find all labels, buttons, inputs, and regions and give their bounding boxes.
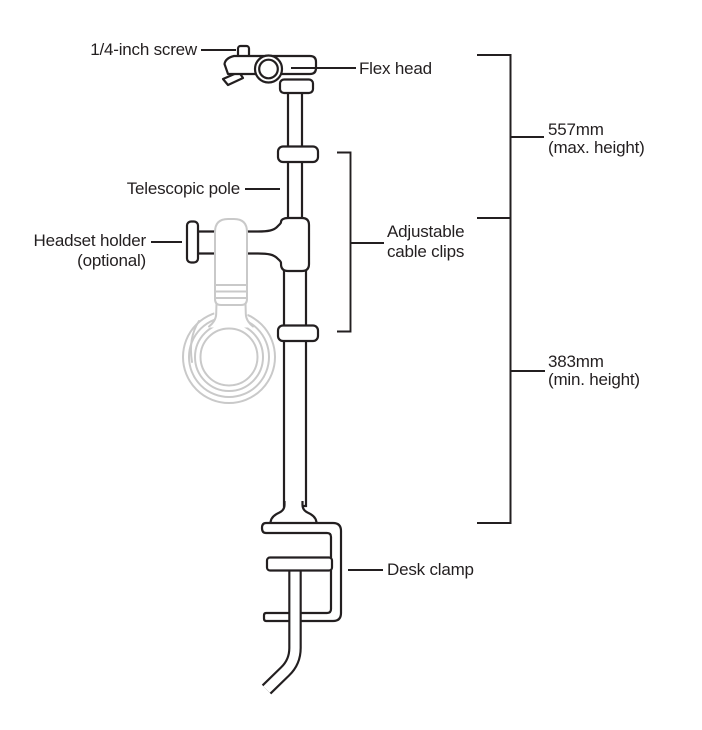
- headset-holder-arm-drawing: [185, 216, 311, 273]
- clamp-screw-rod: [261, 566, 302, 695]
- bracket-height: [477, 54, 545, 524]
- label-headset-holder-text: Headset holder: [33, 231, 147, 250]
- leader-lines: [151, 49, 383, 571]
- clamp-c-body: [260, 521, 343, 623]
- bracket-cable-clips: [337, 151, 384, 333]
- label-adjustable-cable-clips: Adjustable cable clips: [387, 222, 465, 262]
- clamp-pad: [265, 556, 334, 572]
- dimension-min-height-note: (min. height): [548, 370, 640, 389]
- arm-end-cap: [185, 220, 200, 264]
- bracket-cable-clips-path: [337, 151, 352, 333]
- label-desk-clamp: Desk clamp: [387, 560, 474, 579]
- dimension-max-height-note: (max. height): [548, 138, 645, 157]
- desk-clamp-drawing: [260, 501, 343, 695]
- holder-neck-left-edge: [208, 302, 218, 328]
- cable-clip-bottom-drawing: [276, 324, 320, 343]
- label-flex-head: Flex head: [359, 59, 432, 78]
- flex-head-ring-inner: [258, 58, 279, 80]
- holder-neck-fill: [209, 299, 253, 328]
- rod-interior: [263, 566, 300, 693]
- clamp-base-flare-fixed: [269, 501, 318, 525]
- holder-neck-right-edge: [244, 302, 254, 328]
- holder-ring-4: [199, 327, 259, 387]
- headset-holder-optional-drawing: [182, 218, 276, 404]
- label-cable-clips-line2: cable clips: [387, 242, 465, 261]
- label-telescopic-pole: Telescopic pole: [126, 179, 240, 198]
- t-joint-and-arm: [196, 216, 311, 273]
- flex-head-lever: [221, 70, 245, 87]
- flex-head-drawing: [221, 44, 318, 95]
- cable-clip-top-drawing: [276, 145, 320, 164]
- label-quarter-inch-screw: 1/4-inch screw: [90, 40, 197, 59]
- label-headset-holder: Headset holder (optional): [34, 231, 147, 271]
- label-cable-clips-line1: Adjustable: [387, 222, 465, 241]
- holder-strap: [214, 218, 248, 306]
- lower-pole: [282, 264, 308, 508]
- dimension-max-height: 557mm (max. height): [548, 121, 645, 157]
- dimension-min-height: 383mm (min. height): [548, 353, 640, 389]
- flex-head-block: [278, 78, 315, 95]
- label-headset-holder-note: (optional): [77, 251, 146, 270]
- dimension-max-height-value: 557mm: [548, 120, 604, 139]
- bracket-height-path: [477, 54, 512, 524]
- dimension-min-height-value: 383mm: [548, 352, 604, 371]
- holder-ring-3: [194, 322, 264, 392]
